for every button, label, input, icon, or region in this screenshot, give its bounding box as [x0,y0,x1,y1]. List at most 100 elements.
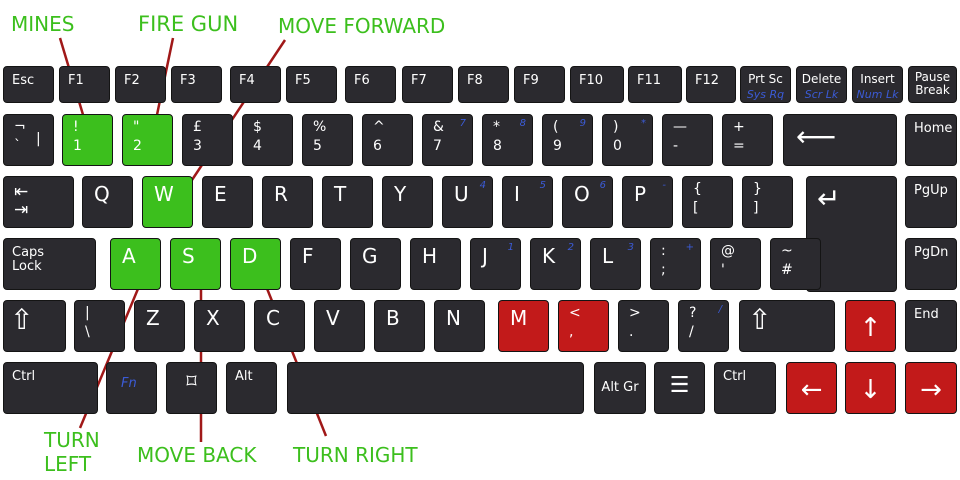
key-esc[interactable]: Esc [3,66,54,103]
key-pause[interactable]: Pause Break [908,66,957,103]
key-backspace[interactable]: ⟵ [783,114,897,166]
key-3[interactable]: £3 [182,114,233,166]
key-right-bracket[interactable]: }] [742,176,793,228]
key-upper-label: + [733,119,745,135]
key-arrow-right[interactable]: → [905,362,957,414]
key-q[interactable]: Q [82,176,133,228]
shift-arrow-icon: ⇧ [748,303,772,336]
key-alt-gr[interactable]: Alt Gr [594,362,646,414]
key-e[interactable]: E [202,176,253,228]
key-f6[interactable]: F6 [345,66,396,103]
key-f4[interactable]: F4 [230,66,281,103]
key-f3[interactable]: F3 [171,66,222,103]
key-space[interactable] [287,362,584,414]
key-n[interactable]: N [434,300,485,352]
key-1[interactable]: !1 [62,114,113,166]
key-f5[interactable]: F5 [286,66,337,103]
key-b[interactable]: B [374,300,425,352]
key-c[interactable]: C [254,300,305,352]
key-period[interactable]: >. [618,300,669,352]
key-arrow-down[interactable]: ↓ [845,362,896,414]
key-alt[interactable]: Alt [226,362,277,414]
key-menu[interactable]: ☰ [654,362,705,414]
key-f9[interactable]: F9 [514,66,565,103]
key-x[interactable]: X [194,300,245,352]
key-2[interactable]: "2 [122,114,173,166]
key-super[interactable]: ⌑ [166,362,217,414]
key-tab[interactable]: ⇤ ⇥ [3,176,74,228]
key-right-shift[interactable]: ⇧ [739,300,835,352]
key-y[interactable]: Y [382,176,433,228]
key-label: B [386,306,400,330]
key-4[interactable]: $4 [242,114,293,166]
key-label: R [274,182,288,206]
key-right-ctrl[interactable]: Ctrl [714,362,776,414]
key-f[interactable]: F [290,238,341,290]
key-arrow-left[interactable]: ← [786,362,837,414]
arrow-left-icon: ← [800,375,823,405]
key-minus[interactable]: —- [662,114,713,166]
key-m[interactable]: M [498,300,549,352]
key-slash[interactable]: ?// [678,300,729,352]
key-h[interactable]: H [410,238,461,290]
key-comma[interactable]: <, [558,300,609,352]
key-fn-label: Sys Rq [746,88,785,101]
key-left-bracket[interactable]: {[ [682,176,733,228]
key-z[interactable]: Z [134,300,185,352]
key-backtick[interactable]: ¬`| [3,114,54,166]
key-backslash[interactable]: |\ [74,300,125,352]
key-label: K [542,244,556,268]
key-quote[interactable]: @' [710,238,761,290]
key-5[interactable]: %5 [302,114,353,166]
key-label: Home [914,121,953,136]
key-f8[interactable]: F8 [458,66,509,103]
key-f7[interactable]: F7 [402,66,453,103]
key-lower-label: 4 [253,138,262,154]
key-left-shift[interactable]: ⇧ [3,300,66,352]
key-arrow-up[interactable]: ↑ [845,300,896,352]
key-t[interactable]: T [322,176,373,228]
key-r[interactable]: R [262,176,313,228]
key-g[interactable]: G [350,238,401,290]
key-page-down[interactable]: PgDn [905,238,957,290]
key-home[interactable]: Home [905,114,957,166]
key-f1[interactable]: F1 [59,66,110,103]
key-equals[interactable]: += [722,114,773,166]
key-d[interactable]: D [230,238,281,290]
key-fn[interactable]: Fn [106,362,157,414]
key-hash[interactable]: ~# [770,238,821,290]
key-semicolon[interactable]: :;+ [650,238,701,290]
key-v[interactable]: V [314,300,365,352]
key-page-up[interactable]: PgUp [905,176,957,228]
key-a[interactable]: A [110,238,161,290]
key-0[interactable]: )0* [602,114,653,166]
key-p[interactable]: P- [622,176,673,228]
key-f10[interactable]: F10 [570,66,624,103]
key-left-ctrl[interactable]: Ctrl [3,362,98,414]
key-f2[interactable]: F2 [115,66,166,103]
key-f11[interactable]: F11 [628,66,682,103]
key-caps-lock[interactable]: Caps Lock [3,238,96,290]
key-label: Q [94,182,110,206]
key-w[interactable]: W [142,176,193,228]
key-6[interactable]: ^6 [362,114,413,166]
key-end[interactable]: End [905,300,957,352]
key-enter[interactable]: ↵ [806,176,897,292]
key-upper-label: ¬ [14,119,26,135]
key-s[interactable]: S [170,238,221,290]
annotation-turn-right: TURN RIGHT [293,443,418,467]
key-f12[interactable]: F12 [686,66,736,103]
key-numpad-label: / [718,304,722,315]
